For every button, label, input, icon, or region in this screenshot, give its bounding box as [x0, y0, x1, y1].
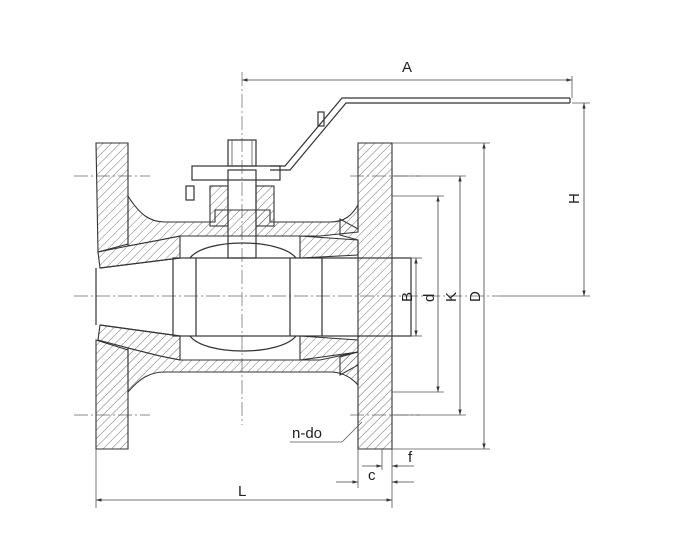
label-c: c	[368, 467, 376, 484]
stem-assembly	[185, 139, 281, 259]
label-D: D	[467, 291, 484, 302]
ball-and-bore	[95, 242, 412, 352]
label-H: H	[566, 193, 583, 204]
dimension-labels: A H B d K D L c f n-do	[238, 59, 583, 500]
label-d: d	[421, 294, 438, 302]
valve-body	[95, 142, 393, 450]
dimension-lines	[96, 78, 586, 502]
label-B: B	[399, 292, 416, 302]
label-L: L	[238, 483, 246, 500]
extension-lines	[95, 76, 590, 508]
handle-lever	[270, 97, 571, 171]
label-n-do: n-do	[292, 425, 322, 442]
label-A: A	[402, 59, 412, 76]
label-K: K	[443, 292, 460, 302]
label-f: f	[408, 449, 413, 466]
